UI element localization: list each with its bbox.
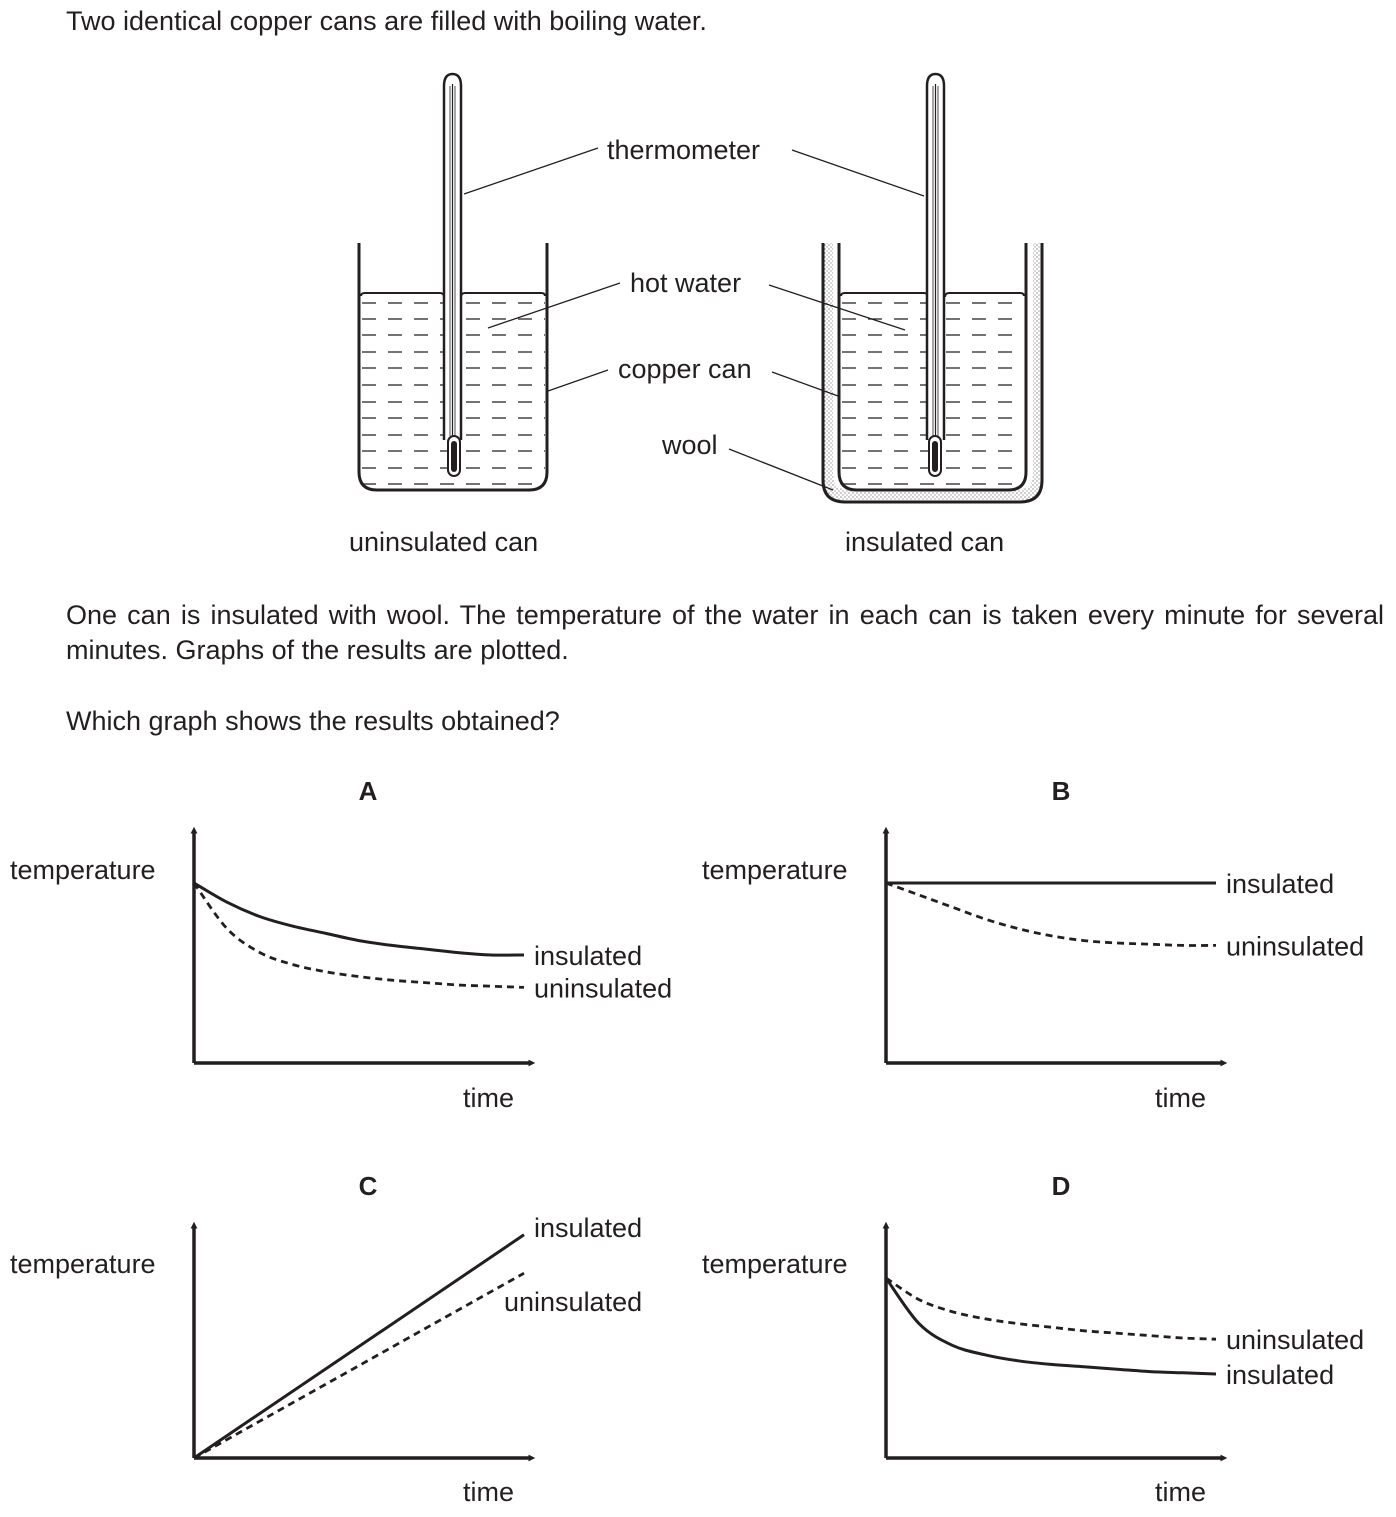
insulated-can: [821, 72, 1044, 504]
graph-title-a: A: [359, 776, 378, 806]
series-label-uninsulated: uninsulated: [1226, 931, 1364, 961]
series-label-insulated: insulated: [1226, 1360, 1334, 1390]
y-axis-label: temperature: [10, 1249, 156, 1279]
series-label-uninsulated: uninsulated: [504, 1287, 642, 1317]
uninsulated-can: [357, 72, 549, 492]
series-line-insulated: [193, 1233, 525, 1460]
intro-text: Two identical copper cans are filled wit…: [66, 6, 707, 36]
y-axis-label: temperature: [702, 1249, 848, 1279]
wool-label: wool: [661, 430, 718, 460]
x-axis-label: time: [1155, 1477, 1206, 1507]
insulated-can-caption: insulated can: [845, 527, 1004, 557]
series-line-insulated: [884, 1277, 1217, 1376]
copper-can-label: copper can: [618, 354, 752, 384]
uninsulated-can-caption: uninsulated can: [349, 527, 538, 557]
series-label-uninsulated: uninsulated: [534, 973, 672, 1003]
question-text: Which graph shows the results obtained?: [66, 706, 560, 736]
series-line-uninsulated: [885, 881, 1217, 947]
graph-title-c: C: [359, 1171, 378, 1201]
thermometer-right: [925, 72, 946, 477]
series-label-insulated: insulated: [1226, 869, 1334, 899]
description-paragraph: One can is insulated with wool. The temp…: [66, 600, 1384, 665]
series-line-uninsulated: [193, 1271, 525, 1460]
x-axis-label: time: [463, 1083, 514, 1113]
series-line-uninsulated: [192, 882, 525, 989]
graph-title-b: B: [1052, 776, 1071, 806]
apparatus-diagram: thermometer hot water copper can wool un…: [349, 72, 1044, 557]
series-line-uninsulated: [885, 1276, 1217, 1341]
label-leader-lines: [463, 147, 925, 491]
graph-title-d: D: [1052, 1171, 1071, 1201]
series-label-insulated: insulated: [534, 941, 642, 971]
x-axis-label: time: [1155, 1083, 1206, 1113]
thermometer-left: [442, 72, 463, 477]
thermometer-label: thermometer: [607, 135, 760, 165]
series-line-insulated: [193, 881, 525, 957]
series-label-uninsulated: uninsulated: [1226, 1325, 1364, 1355]
hot-water-label: hot water: [630, 268, 741, 298]
x-axis-label: time: [463, 1477, 514, 1507]
series-label-insulated: insulated: [534, 1213, 642, 1243]
y-axis-label: temperature: [10, 855, 156, 885]
y-axis-label: temperature: [702, 855, 848, 885]
